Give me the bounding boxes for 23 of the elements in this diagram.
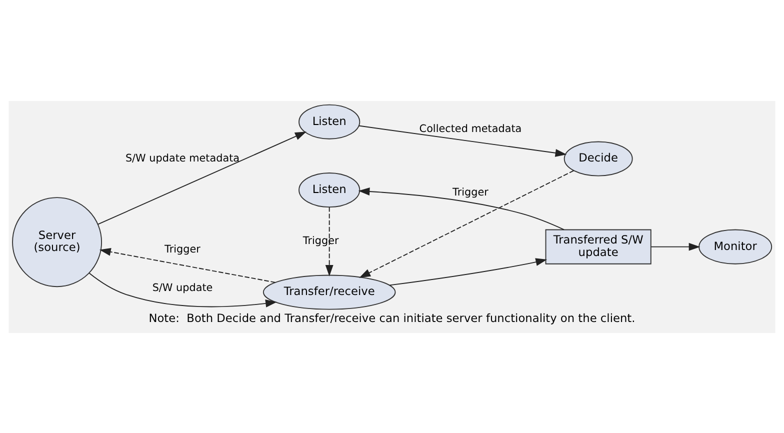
arrow [325,206,334,276]
edge-label: Collected metadata [419,122,522,135]
arrow [99,247,276,282]
edge-label: Trigger [452,186,488,198]
node-ellipse: Listen [298,172,360,208]
arrow [650,242,700,250]
node-circle: Server (source) [12,196,102,287]
arrow [97,131,306,224]
edge-label: S/W update metadata [125,152,240,164]
arrow [358,124,567,156]
edge-label: S/W update [152,282,213,294]
node-ellipse: Decide [564,140,633,176]
node-ellipse: Transfer/receive [262,274,396,310]
arrow [389,258,548,286]
node-box: Transferred S/W update [545,228,652,264]
arrow [359,170,574,278]
arrow [88,272,277,307]
edge-label: Trigger [302,234,339,246]
caption: Note: Both Decide and Transfer/receive can initiate server functionality on the client. [148,310,636,325]
node-ellipse: Monitor [698,228,772,264]
node-ellipse: Listen [298,104,360,139]
arrow [358,187,565,230]
edge-label: Trigger [164,242,200,255]
